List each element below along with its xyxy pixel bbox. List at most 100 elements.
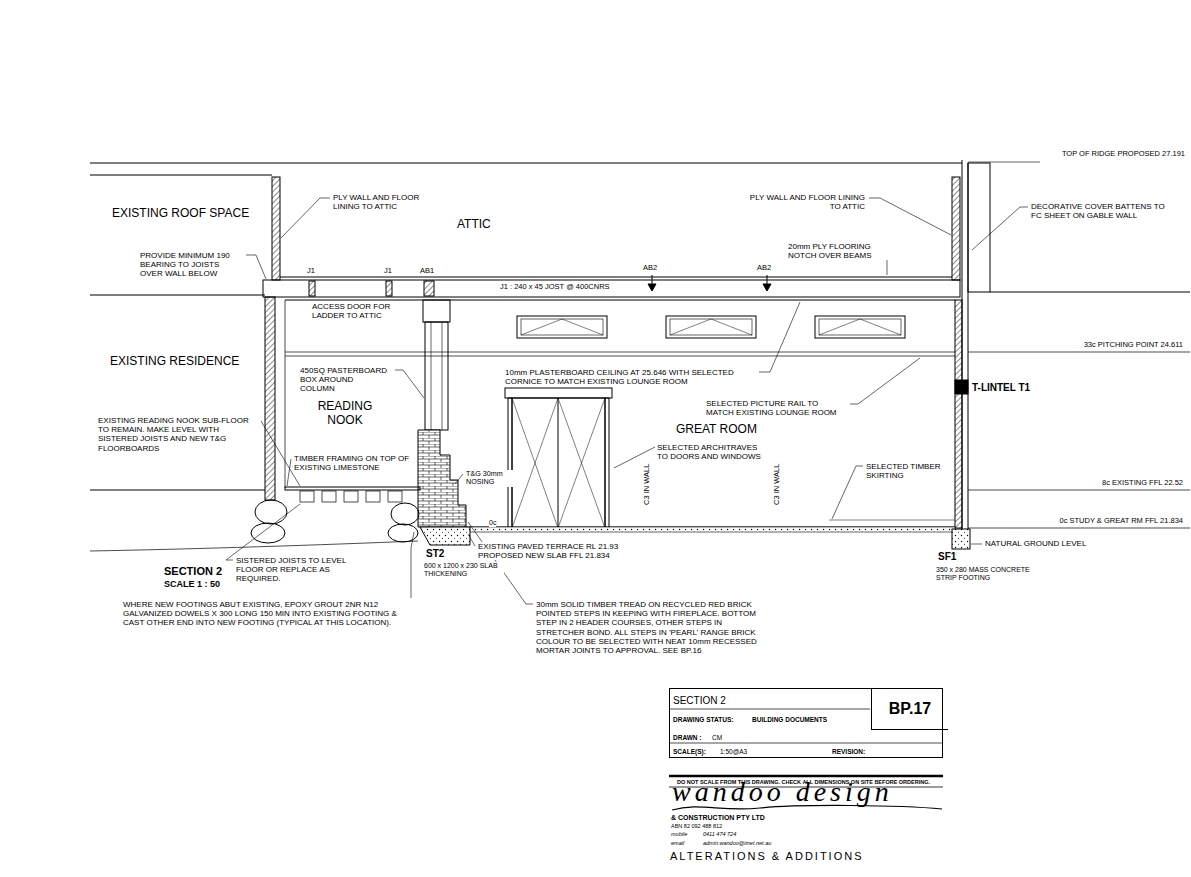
existing-wall [265, 297, 275, 500]
box-heading: BP.17 [872, 688, 948, 729]
joist-j1 [386, 281, 392, 296]
nook-joist [388, 491, 402, 502]
box-text: BUILDING DOCUMENTS [752, 716, 827, 723]
note-text: TIMBER FRAMING ON TOP OF EXISTING LIMEST… [294, 454, 412, 472]
nook-joist [366, 491, 380, 502]
box-text: SCALE(S): [673, 748, 706, 755]
note-text: PLY WALL AND FLOOR LINING TO ATTIC [745, 193, 865, 211]
wall-note: C3 IN WALL [773, 464, 782, 505]
box-text: REVISION: [832, 748, 865, 755]
member-tag: J1 [307, 267, 315, 276]
limestone-footing [391, 503, 419, 525]
member-spec: J1 : 240 x 45 JOST @ 400CNRS [500, 283, 610, 292]
box-text: DRAWING STATUS: [673, 716, 733, 723]
footing-tag: ST2 [426, 548, 444, 560]
window-sash [819, 319, 901, 335]
window-sash [670, 319, 752, 335]
gable-fascia [968, 163, 990, 292]
leader-line [411, 532, 414, 598]
level-note: 8c EXISTING FFL 22.52 [1102, 479, 1183, 488]
leader-line [759, 302, 800, 372]
leader-line [850, 358, 920, 404]
note-text: 450SQ PASTERBOARD BOX AROUND COLUMN [300, 366, 390, 394]
nook-joist [322, 491, 336, 502]
limestone-footing [388, 524, 418, 542]
note-text: EXISTING READING NOOK SUB-FLOOR TO REMAI… [98, 416, 258, 453]
column [425, 322, 448, 430]
ceiling-line [285, 300, 955, 301]
box-heading: SECTION 2 [673, 695, 726, 706]
nook-floor [285, 487, 420, 490]
note-text: SELECTED TIMBER SKIRTING [866, 462, 941, 480]
joist-band [263, 280, 960, 297]
wall-note: C3 IN WALL [643, 464, 652, 505]
pitching-level-line [968, 352, 1190, 353]
skirting-line [829, 520, 955, 521]
leader-line [832, 466, 863, 519]
footing-tag: SF1 [938, 551, 956, 563]
title-grid-line [669, 709, 870, 710]
contact-value: 0411 474 724 [703, 831, 736, 837]
attic-wall [952, 177, 960, 280]
building-lines [90, 160, 1190, 810]
note-text: 10mm PLASTERBOARD CEILING AT 25.646 WITH… [505, 368, 757, 386]
project-title: ALTERATIONS & ADDITIONS [670, 850, 864, 863]
leader-line [869, 198, 951, 235]
leader-line [226, 504, 300, 560]
note-text: NATURAL GROUND LEVEL [985, 539, 1086, 548]
lintel-tag: T-LINTEL T1 [972, 382, 1030, 394]
leader-line [287, 459, 291, 486]
column-line [431, 322, 432, 430]
attic-wall [272, 177, 280, 280]
great-room-wall [955, 300, 962, 528]
space-name: EXISTING ROOF SPACE [112, 207, 249, 221]
section-title: SECTION 2 [164, 565, 222, 578]
existing-floor-line [90, 490, 265, 491]
member-tag: AB1 [420, 267, 434, 276]
scale-note: SCALE 1 : 50 [164, 579, 220, 589]
note-text: ACCESS DOOR FOR LADDER TO ATTIC [312, 302, 412, 320]
footing-spec: 600 x 1200 x 230 SLAB THICKENING [424, 562, 504, 578]
title-grid-line [669, 743, 943, 744]
leader-line [455, 474, 463, 484]
beam-ab1 [424, 281, 434, 296]
leader-line [246, 255, 266, 279]
title-rule [669, 775, 943, 778]
member-tag: J1 [384, 267, 392, 276]
door-head [505, 388, 612, 398]
existing-eave-line [990, 292, 1190, 293]
nook-wall-lining [285, 300, 286, 488]
box-text: CM [712, 734, 722, 741]
note-text: EXISTING PAVED TERRACE RL 21.93 PROPOSED… [478, 542, 646, 560]
contact-key: email [671, 840, 684, 846]
picture-rail [285, 356, 955, 357]
roof-line [90, 163, 962, 164]
logo-flourish [672, 805, 942, 810]
level-note: TOP OF RIDGE PROPOSED 27.191 [1062, 150, 1185, 159]
lintel-symbol [955, 380, 968, 394]
note-text: PLY WALL AND FLOOR LINING TO ATTIC [333, 193, 448, 211]
space-name: ATTIC [457, 218, 491, 232]
box-text: 1:50@A3 [720, 748, 747, 755]
door-swing [512, 398, 605, 528]
leader-line [971, 544, 982, 545]
ground-line [90, 541, 418, 551]
member-tag: AB2 [757, 264, 771, 273]
box-text: DRAWN : [673, 734, 702, 741]
note-text: SELECTED PICTURE RAIL TO MATCH EXISTING … [706, 399, 846, 417]
company-abn: ABN 82 092 488 812 [671, 823, 722, 829]
space-name: GREAT ROOM [676, 423, 757, 437]
note-text: SELECTED ARCHITRAVES TO DOORS AND WINDOW… [657, 443, 767, 461]
double-door [512, 398, 605, 528]
note-text: 30mm SOLID TIMBER TREAD ON RECYCLED RED … [536, 600, 766, 655]
column-box [423, 300, 450, 322]
footing-spec: 350 x 280 MASS CONCRETE STRIP FOOTING [936, 566, 1036, 582]
note-text: PROVIDE MINIMUM 190 BEARING TO JOISTS OV… [140, 251, 244, 279]
space-name: READING NOOK [300, 400, 390, 428]
new-ffl-line [968, 528, 1190, 529]
contact-key: mobile [671, 831, 687, 837]
window-opening [819, 319, 901, 335]
window [517, 316, 607, 338]
window-sash [521, 319, 603, 335]
leader-lines [226, 198, 1028, 604]
